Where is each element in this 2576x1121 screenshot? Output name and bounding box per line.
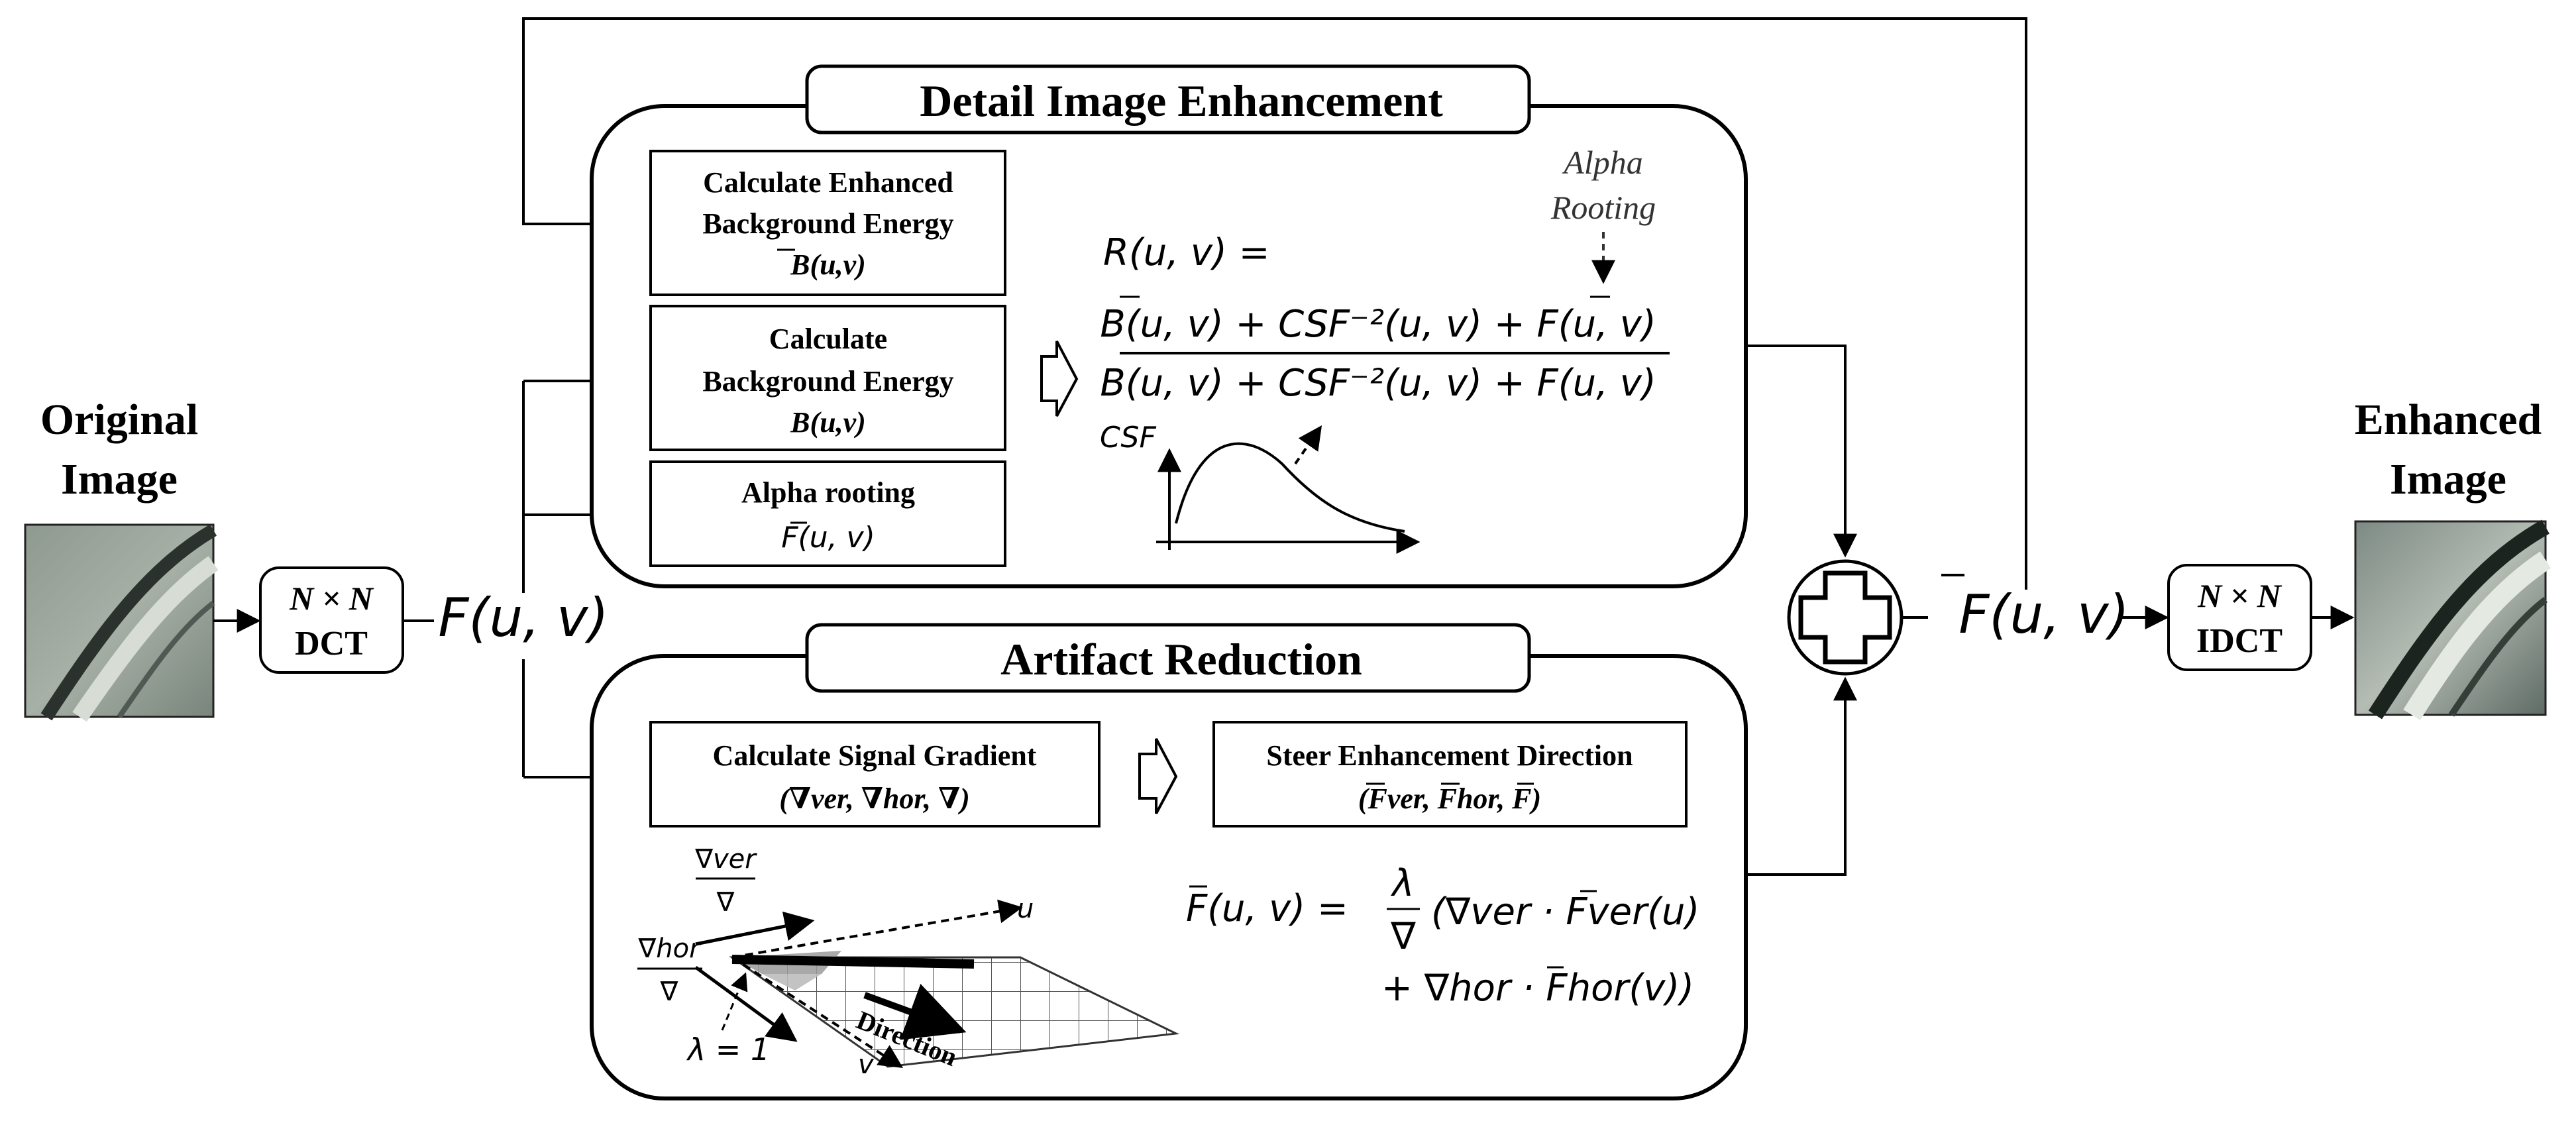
gradient-grid-illustration	[694, 899, 1180, 1068]
idct-box-line2: IDCT	[2196, 622, 2282, 660]
artifact-output-line	[1746, 676, 1857, 876]
enhanced-image-thumbnail	[2354, 519, 2551, 720]
alpha-rooting-line1: Alpha rooting	[741, 476, 915, 509]
alpha-note-1: Alpha	[1562, 144, 1642, 181]
artifact-hollow-arrow	[1138, 738, 1178, 814]
axis-v-label: v	[858, 1049, 875, 1080]
signal-gradient-box	[649, 721, 1100, 827]
r-equation-denominator: B(u, v) + CSF⁻²(u, v) + F(u, v)	[1100, 362, 1656, 405]
steer-direction-math: (Fver, Fhor, F)	[1358, 782, 1541, 815]
input-signal-fuv: F(u, v)	[438, 587, 608, 649]
enhanced-energy-box	[649, 150, 1006, 296]
artifact-panel-title-frame	[805, 623, 1531, 693]
steer-eq-frac-den: ∇	[1390, 915, 1416, 958]
r-equation-numerator: B(u, v) + CSF⁻²(u, v) + F(u, v)	[1100, 303, 1656, 346]
lambda-label: λ = 1	[686, 1032, 770, 1067]
signal-gradient-line1: Calculate Signal Gradient	[713, 739, 1037, 772]
detail-panel-title-frame	[805, 64, 1531, 134]
enhanced-title-1: Enhanced	[2355, 396, 2542, 444]
detail-output-line	[1746, 345, 1857, 558]
steer-direction-line1: Steer Enhancement Direction	[1266, 739, 1633, 772]
dct-box-line1: N × N	[289, 580, 374, 617]
original-title-2: Image	[61, 455, 178, 504]
original-image-thumbnail	[24, 523, 219, 722]
background-energy-math: B(u,v)	[790, 406, 866, 439]
grad-hor-denominator: ∇	[660, 977, 678, 1007]
grad-ver-numerator: ∇ver	[694, 844, 757, 875]
idct-box-line1: N × N	[2197, 577, 2282, 614]
alpha-rooting-math: F(u, v)	[781, 521, 875, 555]
steer-eq-line1: (∇ver · Fver(u)	[1431, 890, 1699, 934]
r-equation-lhs: R(u, v) =	[1103, 231, 1270, 274]
background-energy-line2: Background Energy	[702, 365, 953, 398]
background-energy-box	[649, 305, 1006, 451]
feedback-loop-line	[522, 17, 2027, 590]
csf-plot	[1156, 425, 1421, 554]
detail-hollow-arrow	[1040, 341, 1079, 417]
output-signal-fuv: F(u, v)	[1959, 584, 2129, 645]
summation-node	[1787, 559, 1904, 676]
detail-panel-title: Detail Image Enhancement	[920, 76, 1443, 126]
dct-box-line2: DCT	[295, 625, 368, 663]
artifact-panel-title: Artifact Reduction	[1000, 634, 1362, 684]
grad-hor-numerator: ∇hor	[637, 934, 702, 964]
csf-label: CSF	[1100, 421, 1156, 454]
enhanced-title-2: Image	[2390, 455, 2506, 504]
enhanced-energy-line2: Background Energy	[702, 207, 953, 240]
steer-eq-frac-num: λ	[1390, 862, 1414, 905]
axis-u-label: u	[1017, 894, 1034, 924]
enhanced-energy-math: B(u,v)	[790, 248, 866, 281]
background-energy-line1: Calculate	[769, 323, 887, 355]
enhanced-energy-line1: Calculate Enhanced	[703, 166, 953, 199]
grad-ver-denominator: ∇	[716, 887, 735, 918]
alpha-rooting-box	[649, 460, 1006, 567]
steer-eq-lhs: F(u, v) =	[1186, 887, 1348, 930]
alpha-note-2: Rooting	[1550, 189, 1656, 226]
signal-gradient-math: (∇ver, ∇hor, ∇)	[779, 782, 970, 815]
original-title-1: Original	[40, 396, 198, 444]
steer-direction-box	[1212, 721, 1688, 827]
steer-eq-line2: + ∇hor · Fhor(v))	[1381, 967, 1694, 1010]
